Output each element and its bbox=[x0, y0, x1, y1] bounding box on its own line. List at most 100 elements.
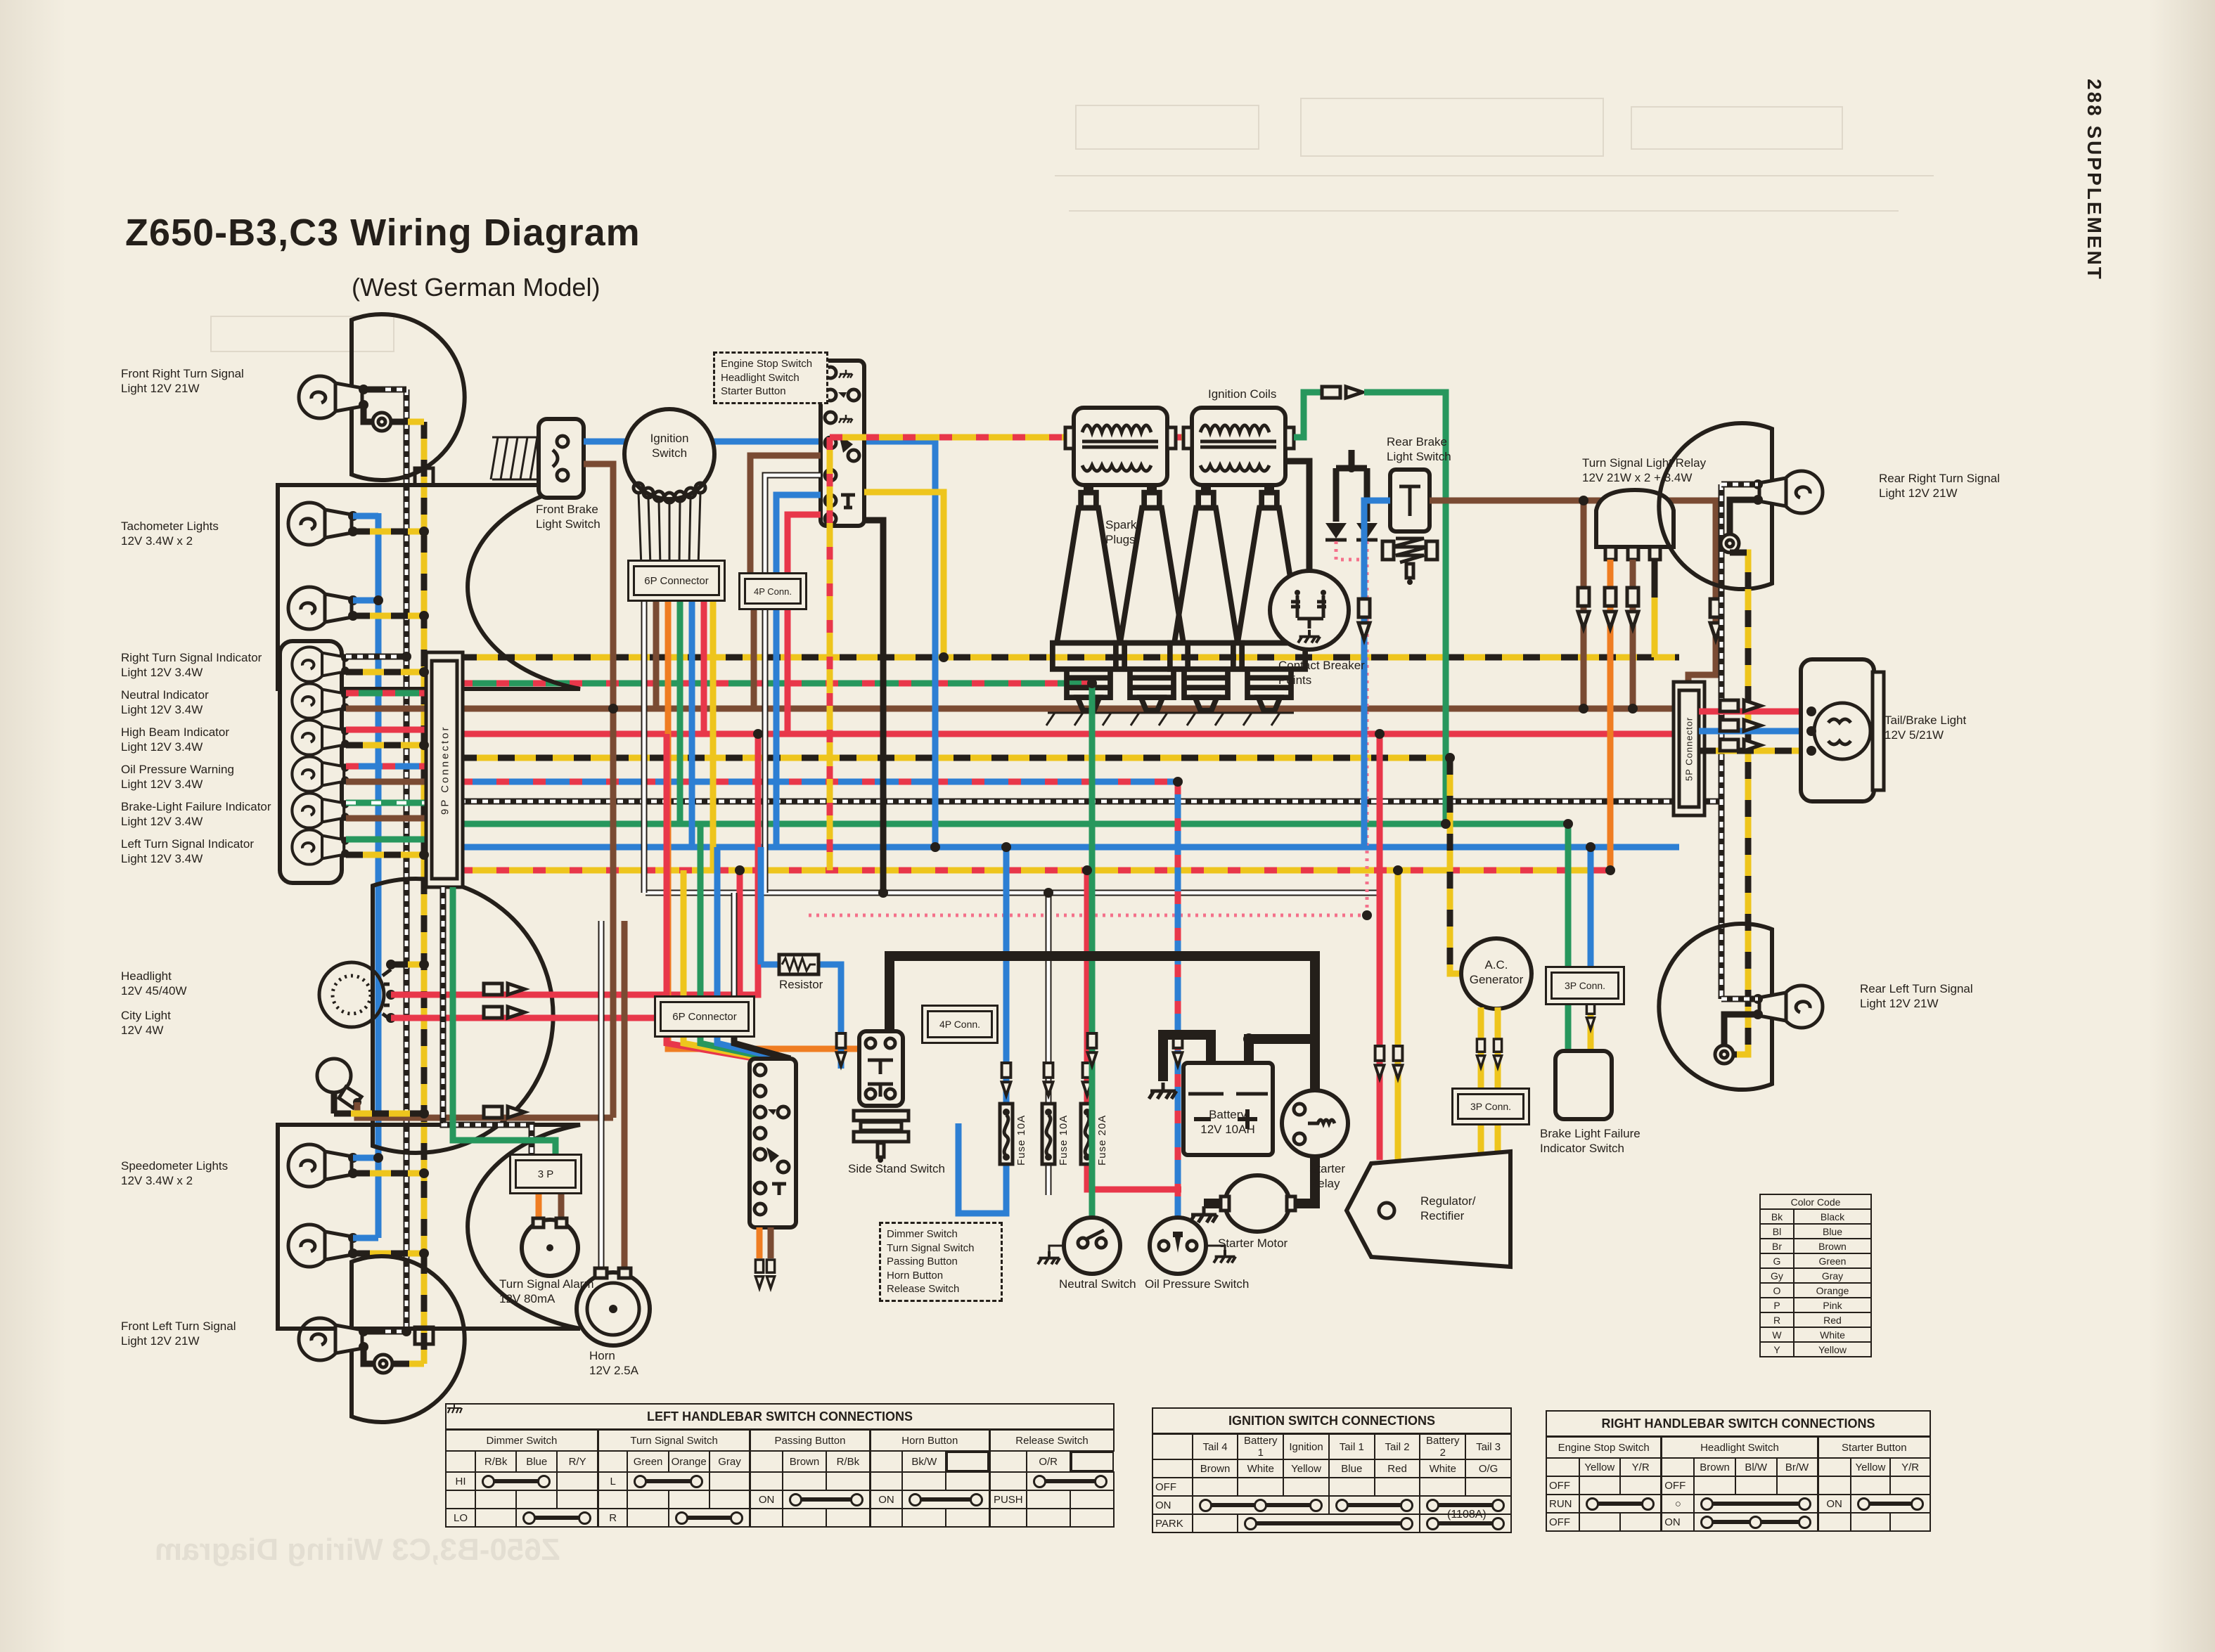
group-turn-signal-switch: Turn Signal Switch bbox=[596, 1428, 751, 1452]
oil-pressure-switch bbox=[1148, 782, 1235, 1276]
terminal-label: Battery 2 bbox=[1419, 1433, 1467, 1460]
wire-color-label: White bbox=[1237, 1459, 1285, 1478]
wire-color-label: White bbox=[1419, 1459, 1467, 1478]
color-name: Gray bbox=[1792, 1267, 1873, 1284]
connection-bar bbox=[1240, 1516, 1417, 1530]
4p-upper-wires bbox=[750, 603, 791, 893]
terminal-label: Ignition bbox=[1283, 1433, 1330, 1460]
color-code: Gy bbox=[1759, 1267, 1795, 1284]
col-label: R/Bk bbox=[826, 1450, 871, 1473]
connection-bar bbox=[1697, 1497, 1814, 1511]
connection-bar bbox=[1582, 1497, 1659, 1511]
col-label: Brown bbox=[1693, 1457, 1736, 1477]
3p-connector-brake: 3P Conn. bbox=[1457, 1093, 1524, 1120]
3p-connector-small: 3 P bbox=[515, 1159, 577, 1189]
6p-connector-upper: 6P Connector bbox=[633, 565, 720, 596]
3p-connector-gen-label: 3P Conn. bbox=[1564, 980, 1606, 991]
label-oil-pressure-switch: Oil Pressure Switch bbox=[1145, 1277, 1250, 1291]
connection-bar bbox=[1423, 1516, 1508, 1530]
connection-bar bbox=[1332, 1498, 1418, 1512]
label-starter-motor: Starter Motor bbox=[1218, 1237, 1288, 1250]
row-label: ON bbox=[868, 1490, 904, 1509]
label-brake-failure-switch: Brake Light Failure Indicator Switch bbox=[1540, 1127, 1641, 1156]
connection-bar bbox=[630, 1474, 706, 1488]
wire-color-label: O/G bbox=[1465, 1459, 1512, 1478]
label-ac-generator: A.C. Generator bbox=[1469, 957, 1524, 986]
row-label: HI bbox=[444, 1471, 477, 1491]
label-starter-relay: Starter Relay bbox=[1309, 1162, 1346, 1191]
ignition-coils bbox=[826, 387, 1449, 870]
col-label: Bl/W bbox=[1734, 1457, 1778, 1477]
label-turn-signal-alarm: Turn Signal Alarm 12V 80mA bbox=[499, 1277, 594, 1306]
terminal-label: Tail 3 bbox=[1465, 1433, 1512, 1460]
resistor bbox=[757, 847, 845, 1069]
label-neutral-switch: Neutral Switch bbox=[1059, 1277, 1136, 1291]
col-label: Green bbox=[627, 1450, 669, 1473]
front-left-turn-signal-lamp bbox=[299, 1254, 467, 1424]
label-front-brake-switch: Front Brake Light Switch bbox=[536, 503, 601, 531]
label-front-right-turn: Front Right Turn Signal Light 12V 21W bbox=[121, 367, 244, 396]
color-name: Black bbox=[1792, 1208, 1873, 1225]
col-label: Gray bbox=[708, 1450, 751, 1473]
6p-connector-upper-label: 6P Connector bbox=[644, 574, 709, 587]
4p-connector-upper-label: 4P Conn. bbox=[754, 586, 792, 597]
label-high-beam-indicator: High Beam Indicator Light 12V 3.4W bbox=[121, 725, 230, 754]
terminal-label: Tail 2 bbox=[1373, 1433, 1421, 1460]
tail-brake-light bbox=[1699, 657, 1886, 804]
group-headlight-switch: Headlight Switch bbox=[1660, 1435, 1819, 1459]
left-switch-group-box: Dimmer Switch Turn Signal Switch Passing… bbox=[879, 1222, 1003, 1302]
label-ignition-coils: Ignition Coils bbox=[1208, 387, 1277, 401]
fuse-10a-2-label: Fuse 10A bbox=[1058, 1114, 1070, 1166]
label-oil-pressure-warning: Oil Pressure Warning Light 12V 3.4W bbox=[121, 763, 234, 792]
6p-lower-wires bbox=[663, 734, 792, 1062]
engine-stop-switch-group-box: Engine Stop Switch Headlight Switch Star… bbox=[713, 351, 828, 404]
label-side-stand-switch: Side Stand Switch bbox=[848, 1162, 945, 1175]
3p-connector-small-label: 3 P bbox=[537, 1168, 554, 1180]
row-label: ON bbox=[749, 1490, 783, 1509]
label-neutral-indicator: Neutral Indicator Light 12V 3.4W bbox=[121, 688, 209, 717]
color-code: P bbox=[1759, 1297, 1795, 1313]
col-label: Y/R bbox=[1619, 1457, 1662, 1477]
terminal-label: Tail 1 bbox=[1328, 1433, 1375, 1460]
ignition-switch bbox=[622, 407, 717, 567]
col-label: Br/W bbox=[1776, 1457, 1819, 1477]
wire-color-label: Blue bbox=[1328, 1459, 1375, 1478]
color-name: Green bbox=[1792, 1253, 1873, 1269]
ignition-switch-table: IGNITION SWITCH CONNECTIONS Tail 4 Batte… bbox=[1152, 1407, 1512, 1533]
label-left-turn-indicator: Left Turn Signal Indicator Light 12V 3.4… bbox=[121, 837, 255, 866]
label-contact-breaker: Contact Breaker Points bbox=[1278, 659, 1365, 688]
page-number: 288 SUPPLEMENT bbox=[2084, 79, 2105, 281]
connection-bar bbox=[672, 1511, 747, 1525]
junction-dots bbox=[373, 527, 1638, 1336]
horn bbox=[574, 1266, 652, 1348]
col-label: Bk/W bbox=[901, 1450, 947, 1473]
col-label: R/Y bbox=[556, 1450, 599, 1473]
ac-generator bbox=[1446, 758, 1534, 1153]
ghost-title: Z650-B3,C3 Wiring Diagram bbox=[155, 1532, 560, 1567]
connection-bar bbox=[519, 1511, 595, 1525]
4p-connector-lower: 4P Conn. bbox=[927, 1010, 993, 1038]
fuse-20a-label: Fuse 20A bbox=[1096, 1114, 1108, 1166]
right-table-title: RIGHT HANDLEBAR SWITCH CONNECTIONS bbox=[1546, 1410, 1931, 1438]
4p-connector-upper: 4P Conn. bbox=[744, 578, 802, 605]
color-code: Bk bbox=[1759, 1208, 1795, 1225]
regulator-rectifier bbox=[1344, 734, 1513, 1270]
color-name: Blue bbox=[1792, 1223, 1873, 1239]
connection-bar bbox=[1195, 1498, 1326, 1512]
label-right-turn-indicator: Right Turn Signal Indicator Light 12V 3.… bbox=[121, 651, 262, 680]
label-spark-plugs: Spark Plugs bbox=[1105, 518, 1137, 547]
turn-signal-alarm bbox=[520, 1216, 580, 1278]
3p-connector-brake-label: 3P Conn. bbox=[1470, 1101, 1512, 1112]
label-tail-brake-light: Tail/Brake Light 12V 5/21W bbox=[1885, 714, 1967, 742]
color-name: Pink bbox=[1792, 1297, 1873, 1313]
figure-number: (1108A) bbox=[1447, 1509, 1487, 1521]
speedometer-lamps bbox=[276, 1123, 581, 1346]
9p-connector-label: 9P Connector bbox=[439, 725, 451, 815]
row-label: LO bbox=[444, 1508, 477, 1528]
contact-breaker-points bbox=[1268, 569, 1351, 652]
side-stand-switch bbox=[852, 1029, 911, 1163]
row-label: ○ bbox=[1660, 1494, 1695, 1514]
